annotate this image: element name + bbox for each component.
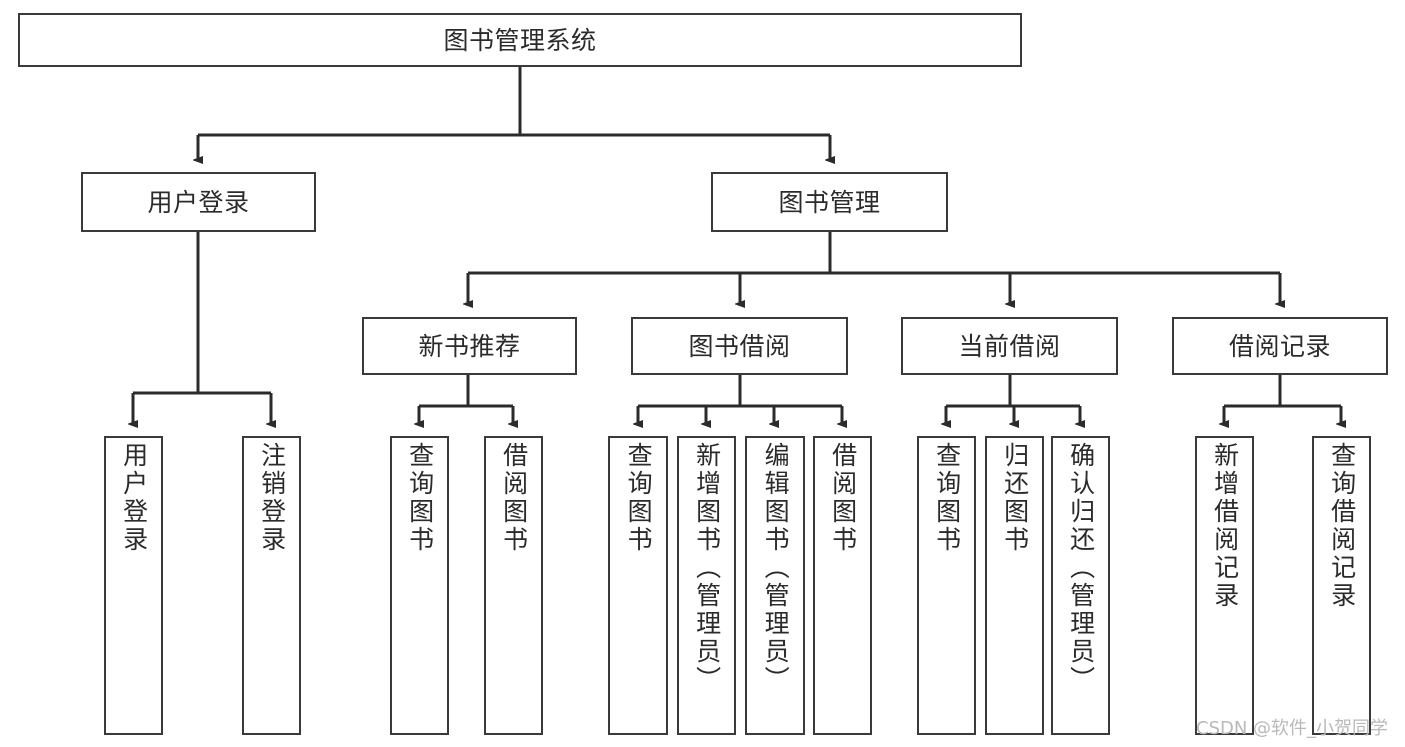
leaf-logout[interactable]: 注销登录 [242, 436, 301, 735]
node-label: 注销登录 [257, 442, 287, 554]
node-label: 借阅图书 [499, 442, 529, 554]
leaf-add-book-admin[interactable]: 新增图书（管理员） [677, 436, 736, 735]
watermark-text: CSDN @软件_小贺同学 [1196, 718, 1389, 739]
node-label: 用户登录 [119, 442, 149, 554]
node-book-borrowing[interactable]: 图书借阅 [631, 317, 848, 375]
leaf-edit-book-admin[interactable]: 编辑图书（管理员） [745, 436, 805, 735]
node-root-book-management-system[interactable]: 图书管理系统 [18, 13, 1022, 67]
node-label: 用户登录 [147, 187, 250, 217]
leaf-borrow-book[interactable]: 借阅图书 [813, 436, 872, 735]
leaf-user-login[interactable]: 用户登录 [104, 436, 163, 735]
node-label: 新增图书（管理员） [692, 442, 722, 694]
leaf-query-book-new[interactable]: 查询图书 [390, 436, 449, 735]
node-label: 图书管理系统 [443, 25, 597, 55]
node-label: 编辑图书（管理员） [761, 442, 791, 694]
node-label: 归还图书 [1000, 442, 1030, 554]
node-label: 图书管理 [778, 187, 881, 217]
leaf-query-borrow-record[interactable]: 查询借阅记录 [1312, 436, 1371, 735]
leaf-query-book-borrow[interactable]: 查询图书 [608, 436, 668, 735]
node-new-book-recommendation[interactable]: 新书推荐 [362, 317, 577, 375]
leaf-query-book-current[interactable]: 查询图书 [917, 436, 976, 735]
node-current-borrowing[interactable]: 当前借阅 [901, 317, 1118, 375]
node-label: 查询借阅记录 [1327, 442, 1357, 610]
node-user-login[interactable]: 用户登录 [81, 172, 316, 232]
node-label: 查询图书 [624, 442, 654, 554]
node-label: 借阅图书 [828, 442, 858, 554]
node-label: 确认归还（管理员） [1066, 442, 1096, 694]
node-label: 查询图书 [405, 442, 435, 554]
leaf-borrow-book-new[interactable]: 借阅图书 [484, 436, 543, 735]
leaf-confirm-return-admin[interactable]: 确认归还（管理员） [1051, 436, 1110, 735]
node-label: 图书借阅 [688, 331, 791, 361]
node-label: 当前借阅 [958, 331, 1061, 361]
node-borrowing-records[interactable]: 借阅记录 [1172, 317, 1388, 375]
node-label: 新增借阅记录 [1210, 442, 1240, 610]
node-label: 新书推荐 [418, 331, 521, 361]
leaf-return-book[interactable]: 归还图书 [985, 436, 1044, 735]
node-book-management[interactable]: 图书管理 [711, 172, 948, 232]
node-label: 借阅记录 [1228, 331, 1331, 361]
leaf-add-borrow-record[interactable]: 新增借阅记录 [1195, 436, 1254, 735]
node-label: 查询图书 [932, 442, 962, 554]
